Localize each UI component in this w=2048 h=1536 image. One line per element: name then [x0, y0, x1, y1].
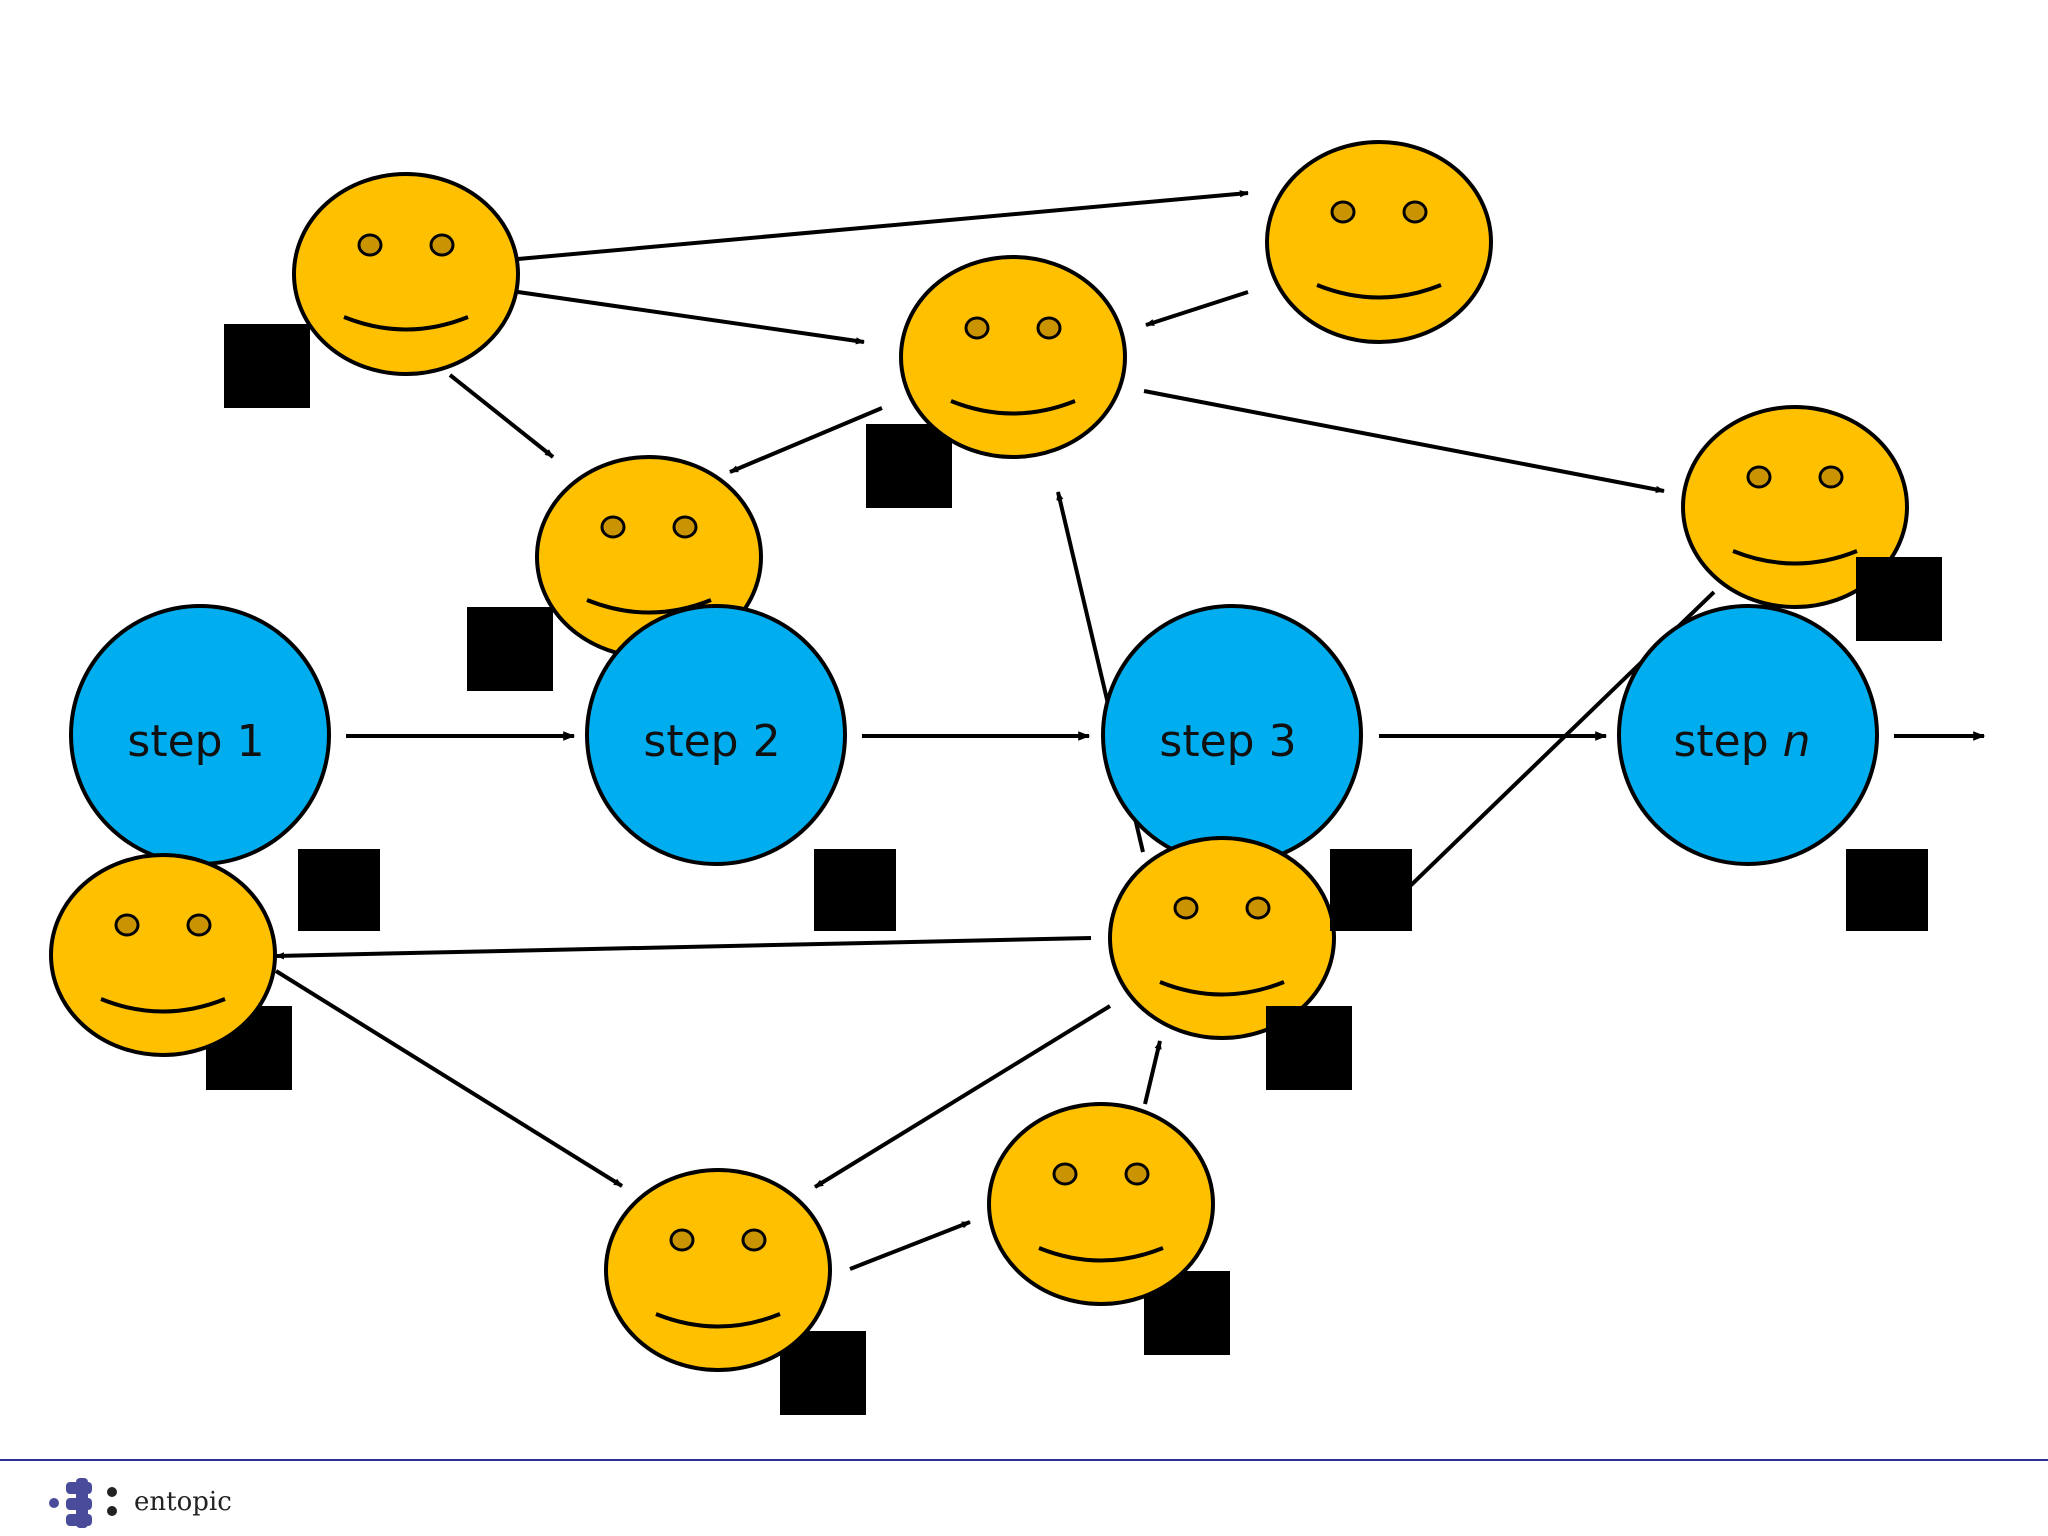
- black-square-icon: [1266, 1006, 1352, 1090]
- step-n-label: step n: [1673, 716, 1810, 767]
- arrow-p1-to-p2: [517, 190, 1249, 261]
- smiley-face-icon: [49, 853, 277, 1057]
- step-n-label-word: step: [1673, 716, 1768, 767]
- step-1: step 1: [69, 604, 380, 931]
- footer-brand: entopic: [134, 1487, 232, 1517]
- person-p3: [866, 255, 1127, 508]
- person-p6: [49, 853, 292, 1090]
- entopic-logo: [49, 1478, 117, 1528]
- arrow-p7-to-p8: [813, 1004, 1112, 1189]
- person-p1: [224, 172, 520, 408]
- arrow-p1-to-p3: [517, 290, 865, 345]
- person-p5: [1681, 405, 1942, 641]
- smiley-face-icon: [987, 1102, 1215, 1306]
- arrow-p6-to-p8: [274, 969, 624, 1188]
- arrow-p2-to-p3: [1145, 290, 1249, 327]
- person-p2: [1265, 140, 1493, 344]
- smiley-face-icon: [1681, 405, 1909, 609]
- black-square-icon: [1330, 849, 1412, 931]
- arrow-p8-to-p9: [849, 1220, 971, 1271]
- black-square-icon: [224, 324, 310, 408]
- smiley-face-icon: [899, 255, 1127, 459]
- smiley-face-icon: [292, 172, 520, 376]
- black-square-icon: [1846, 849, 1928, 931]
- black-square-icon: [467, 607, 553, 691]
- black-square-icon: [298, 849, 380, 931]
- black-square-icon: [814, 849, 896, 931]
- step-1-label: step 1: [127, 716, 264, 767]
- step-3-label: step 3: [1159, 716, 1296, 767]
- person-p8: [604, 1168, 866, 1415]
- person-p9: [987, 1102, 1230, 1355]
- arrow-p7-to-p6: [275, 936, 1092, 960]
- smiley-face-icon: [604, 1168, 832, 1372]
- arrow-p1-to-p4: [448, 373, 555, 459]
- black-square-icon: [1856, 557, 1942, 641]
- smiley-face-icon: [1265, 140, 1493, 344]
- step-2: step 2: [585, 604, 896, 931]
- arrow-p3-to-p4: [729, 406, 883, 474]
- step-3: step 3: [1101, 604, 1363, 866]
- step-n-label-italic: n: [1783, 716, 1811, 767]
- person-p7: [1108, 836, 1412, 1090]
- arrow-p3-to-p5: [1143, 389, 1665, 494]
- smiley-face-icon: [1108, 836, 1336, 1040]
- arrow-p9-to-p7: [1143, 1040, 1162, 1105]
- black-square-icon: [866, 424, 952, 508]
- people-connections: [274, 190, 1716, 1271]
- step-2-label: step 2: [643, 716, 780, 767]
- step-n: step n: [1617, 604, 1928, 931]
